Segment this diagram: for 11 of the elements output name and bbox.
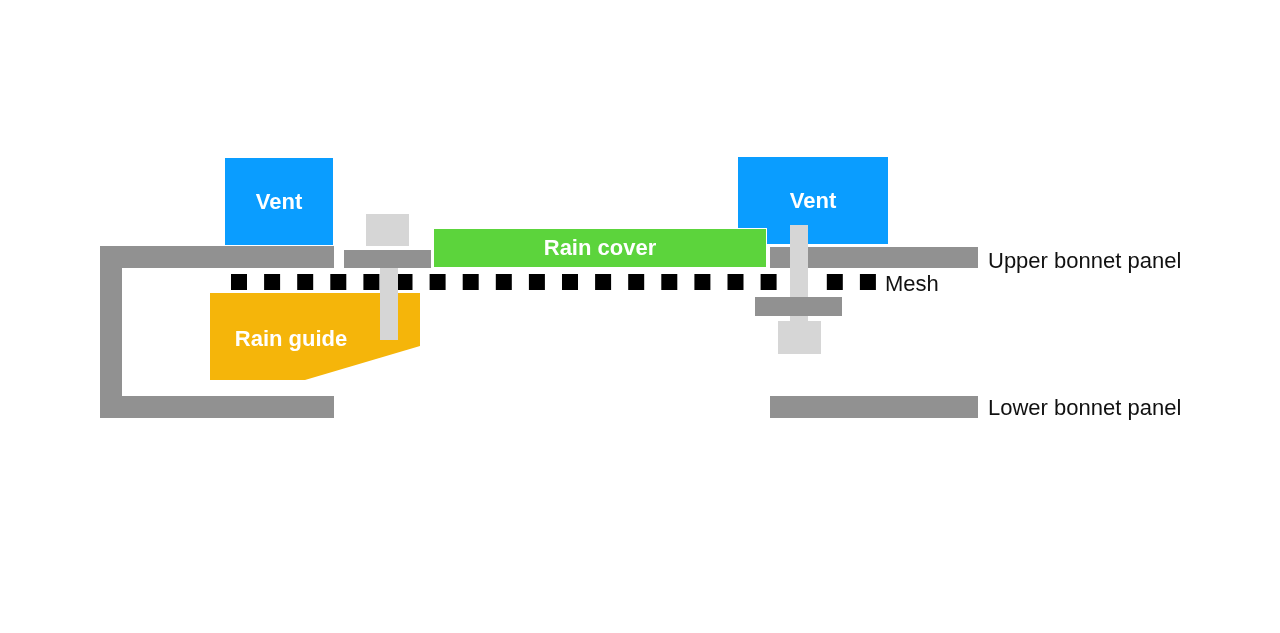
part-label: Mesh: [885, 273, 939, 295]
part-label: Rain cover: [543, 235, 657, 261]
part-label: Rain guide: [234, 325, 348, 352]
part-label: Upper bonnet panel: [988, 250, 1182, 272]
rain-guide-block: [210, 293, 420, 380]
vent-block: [225, 158, 333, 245]
rain-cover-bar: [433, 228, 767, 268]
part-label: Vent: [255, 188, 303, 215]
part-label: Vent: [789, 187, 837, 214]
part-label: Lower bonnet panel: [988, 397, 1182, 419]
vent-block: [738, 157, 888, 244]
